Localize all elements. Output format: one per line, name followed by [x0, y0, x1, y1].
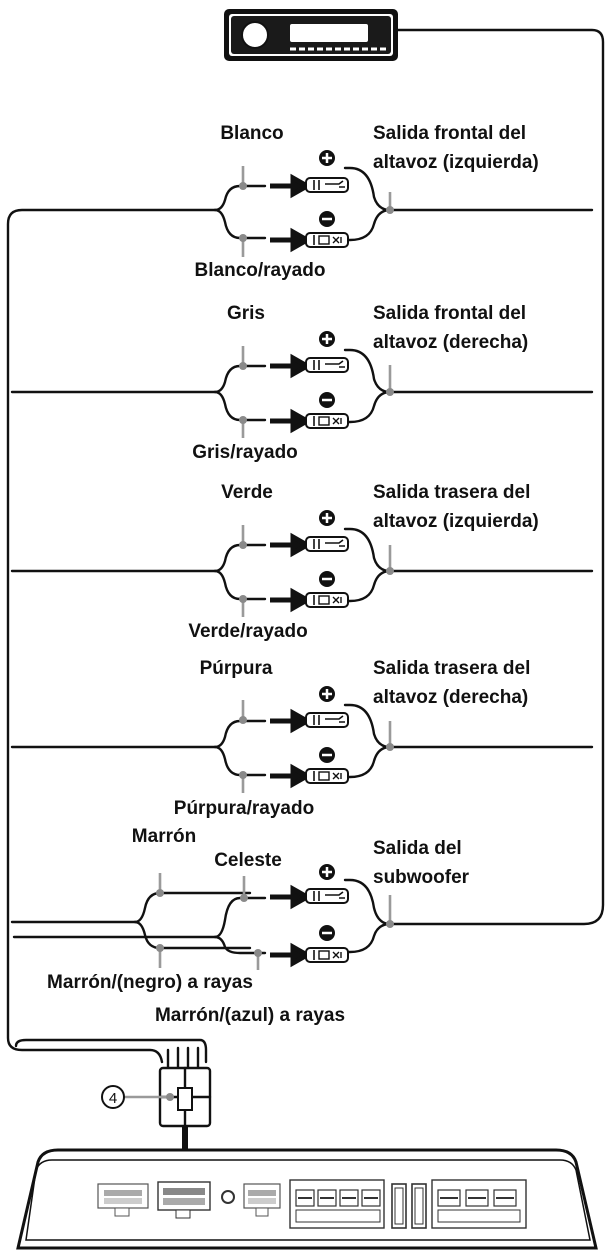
right-trunk-wire: [388, 28, 605, 926]
wiring-harness-connector: 4: [101, 1046, 212, 1176]
negative-terminal-icon: [305, 232, 349, 248]
positive-terminal-icon: [305, 536, 349, 552]
output-label-line1: Salida frontal del: [373, 303, 526, 324]
speaker-group-1: Blanco Blanco/rayado Salida frontal del …: [195, 123, 539, 281]
output-label-line1: Salida trasera del: [373, 482, 530, 503]
positive-wire-label: Gris: [227, 303, 265, 324]
wire-b-stripe-label: Marrón/(azul) a rayas: [155, 1005, 345, 1026]
output-label-line1: Salida frontal del: [373, 123, 526, 144]
display-icon: [290, 24, 368, 42]
positive-terminal-icon: [305, 888, 349, 904]
positive-wire-label: Verde: [221, 482, 273, 503]
wire-b-label: Celeste: [214, 850, 282, 871]
output-label-line2: altavoz (izquierda): [373, 152, 539, 173]
negative-terminal-icon: [305, 947, 349, 963]
output-label-line2: subwoofer: [373, 867, 470, 888]
positive-wire-label: Blanco: [220, 123, 283, 144]
output-label-line2: altavoz (derecha): [373, 332, 528, 353]
speaker-group-4: Púrpura Púrpura/rayado Salida trasera de…: [174, 658, 531, 819]
positive-terminal-icon: [305, 177, 349, 193]
positive-terminal-icon: [305, 357, 349, 373]
output-label-line1: Salida trasera del: [373, 658, 530, 679]
head-unit: [224, 9, 398, 61]
positive-wire-label: Púrpura: [200, 658, 273, 679]
negative-wire-label: Verde/rayado: [188, 621, 307, 642]
negative-terminal-icon: [305, 592, 349, 608]
volume-knob-icon: [241, 21, 269, 49]
output-label-line2: altavoz (izquierda): [373, 511, 539, 532]
fuse-icon: [391, 1183, 427, 1229]
knob-icon: [221, 1190, 235, 1204]
negative-wire-label: Gris/rayado: [192, 442, 298, 463]
callout-number: 4: [109, 1090, 117, 1107]
negative-terminal-icon: [305, 413, 349, 429]
negative-wire-label: Blanco/rayado: [195, 260, 326, 281]
speaker-terminal-block-icon: [289, 1179, 385, 1229]
connector-port-icon: [157, 1181, 211, 1219]
speaker-group-2: Gris Gris/rayado Salida frontal del alta…: [192, 303, 528, 463]
connector-port-icon: [97, 1183, 149, 1217]
positive-terminal-icon: [305, 712, 349, 728]
speaker-group-3: Verde Verde/rayado Salida trasera del al…: [188, 482, 538, 642]
left-trunk-wire: [6, 208, 217, 1064]
wire-a-label: Marrón: [132, 826, 196, 847]
wire-a-stripe-label: Marrón/(negro) a rayas: [47, 972, 253, 993]
subwoofer-group: Marrón Celeste Marrón/(negro) a rayas Ma…: [47, 826, 470, 1026]
output-label-line2: altavoz (derecha): [373, 687, 528, 708]
negative-wire-label: Púrpura/rayado: [174, 798, 314, 819]
negative-terminal-icon: [305, 768, 349, 784]
output-label-line1: Salida del: [373, 838, 462, 859]
callout-circle-icon: [101, 1085, 125, 1109]
connector-port-icon: [243, 1183, 281, 1217]
power-terminal-block-icon: [431, 1179, 527, 1229]
amplifier: [16, 1148, 598, 1250]
